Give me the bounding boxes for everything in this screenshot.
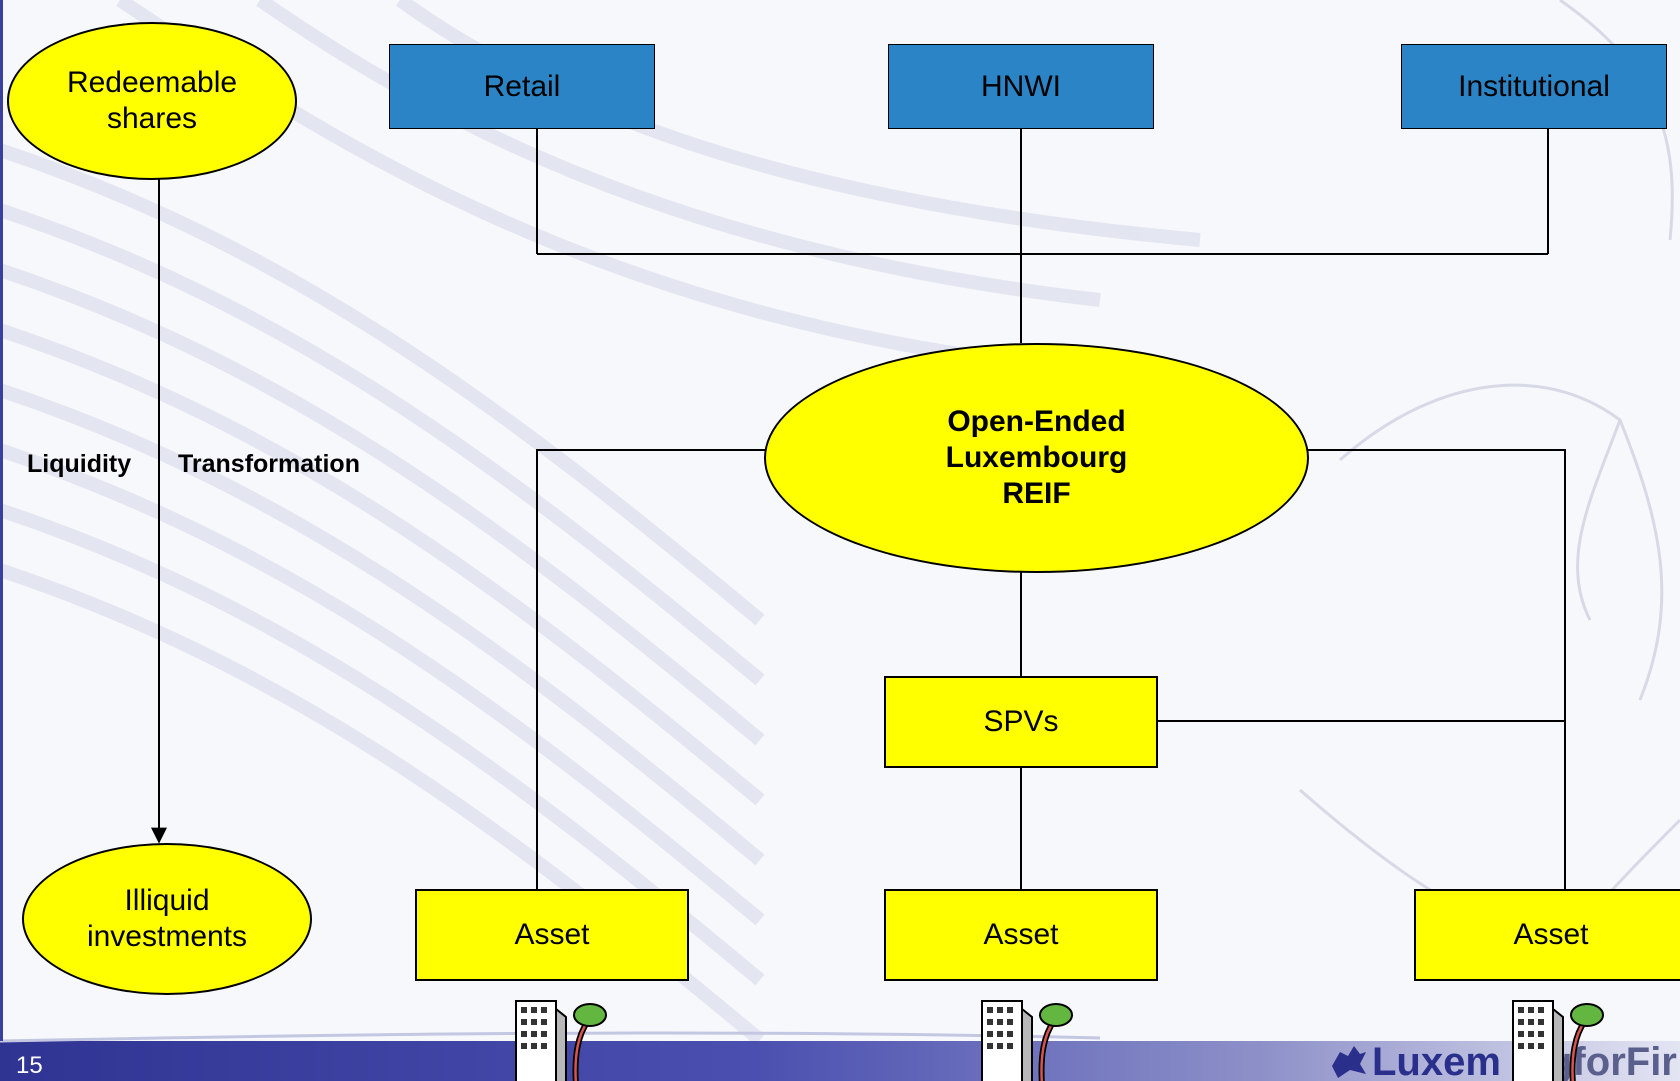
building-tree-icon <box>1512 1000 1604 1081</box>
redeemable-shares-label: Redeemable shares <box>66 66 238 135</box>
asset-label-right: Asset <box>1513 918 1589 951</box>
logo-text-part1: Luxem <box>1372 1040 1501 1081</box>
illiquid-investments-label: Illiquid investments <box>86 884 248 953</box>
liquidity-label: Liquidity <box>27 450 132 478</box>
transformation-label: Transformation <box>178 450 360 478</box>
fund-ellipse: Open-Ended Luxembourg REIF <box>764 343 1309 573</box>
connector-fund-right <box>1307 449 1566 890</box>
page-number: 15 <box>16 1052 43 1079</box>
building-tree-icon <box>515 1000 607 1081</box>
illiquid-investments-ellipse: Illiquid investments <box>22 843 312 995</box>
asset-label-center: Asset <box>983 918 1059 951</box>
spv-box: SPVs <box>884 676 1158 768</box>
asset-box-right: Asset <box>1414 889 1680 981</box>
investor-label-institutional: Institutional <box>1458 69 1610 103</box>
asset-label-left: Asset <box>514 918 590 951</box>
logo-text-part2: gforFir <box>1548 1040 1677 1081</box>
logo: Luxem gforFir <box>1330 1040 1680 1081</box>
logo-lion-icon <box>1332 1046 1366 1078</box>
investor-box-institutional: Institutional <box>1401 44 1667 129</box>
fund-label: Open-Ended Luxembourg REIF <box>945 405 1128 510</box>
investor-box-retail: Retail <box>389 44 655 129</box>
spv-label: SPVs <box>983 705 1059 738</box>
investor-label-retail: Retail <box>483 69 561 103</box>
investor-box-hnwi: HNWI <box>888 44 1154 129</box>
investor-label-hnwi: HNWI <box>981 69 1061 103</box>
asset-box-left: Asset <box>415 889 689 981</box>
building-tree-icon <box>981 1000 1073 1081</box>
connector-fund-left <box>536 449 765 890</box>
asset-box-center: Asset <box>884 889 1158 981</box>
redeemable-shares-ellipse: Redeemable shares <box>7 22 297 180</box>
